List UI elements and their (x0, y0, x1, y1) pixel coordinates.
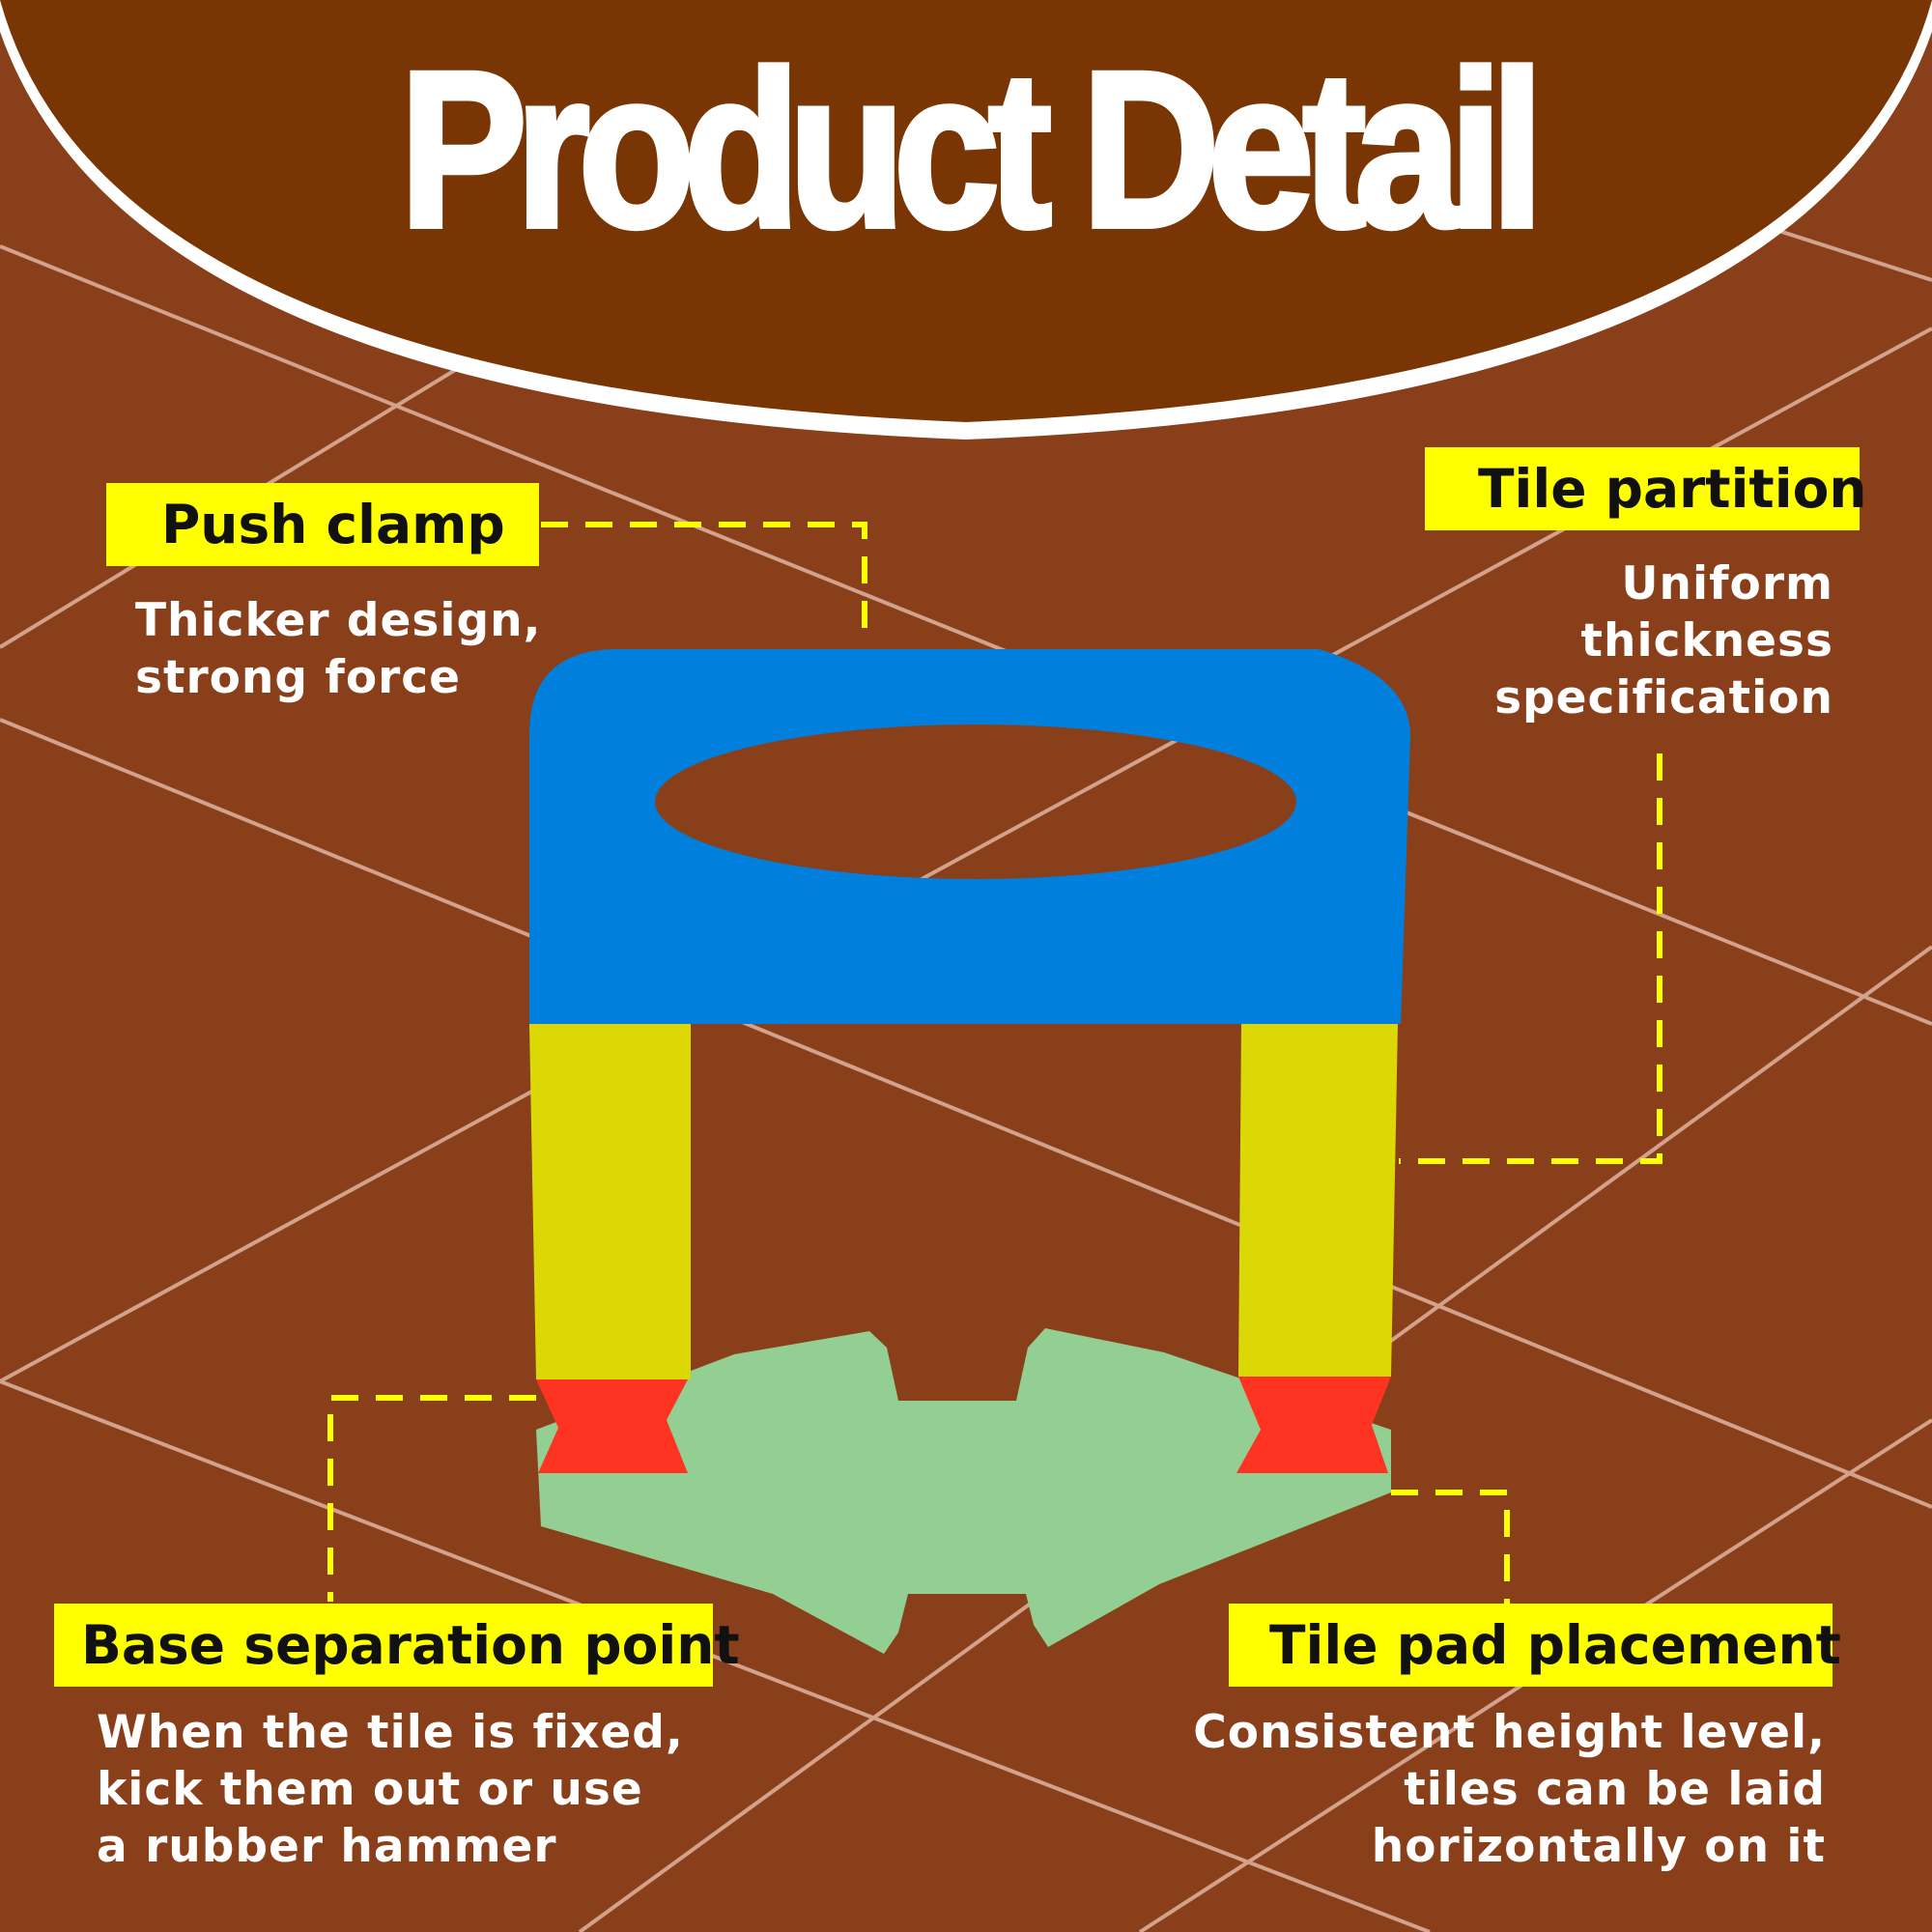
tile-partition-line-3: specification (1494, 671, 1833, 724)
tile-pad-line-1: Consistent height level, (1193, 1706, 1826, 1759)
page-title: Product Detail (397, 25, 1547, 273)
right-separation-point (1236, 1377, 1391, 1473)
left-separation-point (536, 1379, 688, 1473)
right-leg (1238, 1024, 1398, 1377)
base-pad (536, 1328, 1391, 1654)
base-separation-label: Base separation point (54, 1604, 740, 1687)
base-separation-description: When the tile is fixed, kick them out or… (97, 1704, 684, 1875)
tile-pad-line-3: horizontally on it (1371, 1820, 1826, 1873)
base-separation-line-1: When the tile is fixed, (97, 1706, 684, 1759)
base-separation-line-2: kick them out or use (97, 1763, 643, 1816)
push-clamp-line-1: Thicker design, (135, 594, 542, 647)
header-banner (0, 0, 1932, 440)
tile-pad-label: Tile pad placement (1229, 1604, 1841, 1687)
tile-partition-description: Uniform thickness specification (1494, 555, 1833, 726)
tile-partition-label: Tile partition (1425, 447, 1867, 530)
tile-pad-description: Consistent height level, tiles can be la… (1193, 1704, 1826, 1875)
push-clamp-label: Push clamp (106, 483, 539, 566)
tile-partition-line-2: thickness (1580, 614, 1833, 668)
tile-partition-line-1: Uniform (1621, 557, 1833, 611)
base-separation-line-3: a rubber hammer (97, 1820, 557, 1873)
push-clamp-description: Thicker design, strong force (135, 592, 541, 706)
clamp-top (529, 649, 1410, 1024)
push-clamp-line-2: strong force (135, 651, 462, 704)
left-leg (529, 1024, 691, 1379)
tile-pad-line-2: tiles can be laid (1404, 1763, 1826, 1816)
